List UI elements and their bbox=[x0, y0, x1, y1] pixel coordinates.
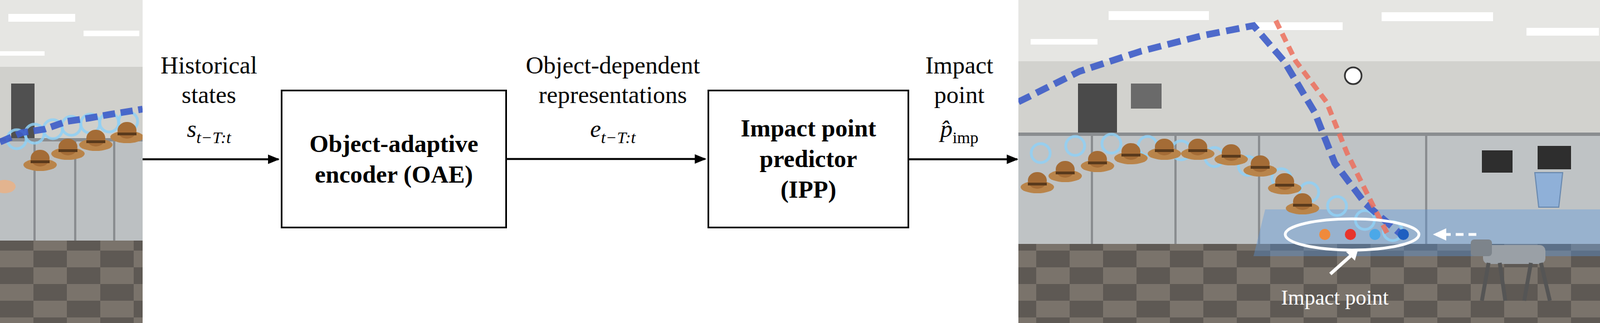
right-photo-part bbox=[1080, 150, 1115, 173]
right-photo-part bbox=[1090, 133, 1094, 246]
left-photo-part bbox=[113, 139, 116, 243]
left-photo-part bbox=[0, 179, 16, 194]
math-variable: s bbox=[186, 115, 197, 143]
right-photo-part bbox=[1257, 133, 1261, 246]
math-symbol: et−T:t bbox=[529, 114, 697, 148]
math-variable: p̂ bbox=[940, 115, 953, 143]
right-photo-part bbox=[1181, 138, 1215, 160]
right-photo-part bbox=[1344, 228, 1356, 241]
right-photo-part bbox=[1048, 161, 1082, 183]
right-photo-part bbox=[1319, 228, 1331, 241]
right-photo-part bbox=[1243, 155, 1277, 177]
output-arrow bbox=[909, 158, 1018, 161]
right-photo-part bbox=[1108, 11, 1209, 21]
right-photo-part bbox=[1483, 245, 1546, 265]
box-title: Object-adaptive encoder (OAE) bbox=[306, 128, 481, 190]
right-photo-part bbox=[1285, 218, 1419, 251]
process-box: Object-adaptive encoder (OAE) bbox=[280, 89, 507, 229]
right-photo-part bbox=[1442, 233, 1477, 237]
edge-label: Object-dependent representations bbox=[501, 51, 725, 111]
right-photo-part bbox=[1285, 193, 1320, 215]
right-photo-part bbox=[1018, 25, 1402, 235]
math-subscript: t−T:t bbox=[601, 128, 636, 147]
left-photo-part bbox=[83, 30, 140, 37]
right-photo-part bbox=[1065, 136, 1085, 156]
right-photo bbox=[1018, 0, 1600, 323]
right-photo-part bbox=[1253, 209, 1600, 257]
right-photo-part bbox=[1147, 138, 1182, 160]
right-photo-part bbox=[1537, 145, 1572, 170]
input-arrow bbox=[142, 158, 279, 161]
right-photo-part bbox=[1214, 144, 1248, 166]
right-photo-part bbox=[1397, 228, 1409, 241]
text-label: Impact point bbox=[1245, 285, 1424, 311]
right-photo-part bbox=[1030, 38, 1098, 45]
text-label: Historical states bbox=[160, 51, 258, 109]
right-photo-part bbox=[1381, 12, 1494, 22]
right-photo-part bbox=[1481, 262, 1489, 301]
right-photo-part bbox=[1499, 262, 1506, 301]
right-photo-part bbox=[1130, 83, 1162, 109]
right-photo-part bbox=[1101, 134, 1121, 154]
right-photo-part bbox=[1327, 196, 1347, 216]
process-box: Impact point predictor (IPP) bbox=[707, 89, 910, 229]
right-photo-part bbox=[1481, 150, 1513, 173]
right-photo-part bbox=[1344, 67, 1362, 85]
right-photo-part bbox=[1267, 173, 1302, 195]
left-photo-part bbox=[79, 129, 113, 151]
left-photo-part bbox=[51, 138, 85, 160]
math-symbol: st−T:t bbox=[125, 114, 293, 148]
right-photo-part bbox=[1275, 20, 1388, 235]
right-photo-part bbox=[1540, 262, 1550, 301]
left-photo-part bbox=[0, 139, 143, 243]
math-subscript: imp bbox=[952, 128, 979, 147]
right-photo-part bbox=[1526, 27, 1599, 36]
text-label: Historical states bbox=[144, 51, 273, 111]
text-label: Impact point bbox=[909, 51, 1010, 111]
left-photo-part bbox=[0, 0, 143, 323]
right-photo-part bbox=[1524, 262, 1531, 301]
text-label: Impact point bbox=[925, 51, 994, 109]
right-photo-part bbox=[1534, 172, 1563, 208]
right-photo-part bbox=[1253, 22, 1343, 31]
math-subscript: t−T:t bbox=[196, 128, 232, 147]
left-photo-part bbox=[110, 122, 143, 144]
left-photo bbox=[0, 0, 143, 323]
left-photo-part bbox=[0, 240, 143, 323]
box-title: Impact point predictor (IPP) bbox=[733, 113, 884, 206]
right-photo-part bbox=[1018, 0, 1600, 323]
math-symbol: p̂imp bbox=[875, 114, 1043, 148]
right-photo-part bbox=[1470, 239, 1492, 257]
right-photo-part bbox=[1369, 228, 1381, 241]
right-photo-part bbox=[1330, 255, 1352, 275]
flow-arrow bbox=[506, 158, 706, 161]
right-photo-part bbox=[1345, 249, 1359, 261]
left-photo-part bbox=[8, 13, 76, 22]
text-label: Impact point bbox=[1280, 285, 1389, 310]
left-photo-part bbox=[0, 51, 45, 56]
right-photo-part bbox=[1031, 143, 1051, 163]
math-variable: e bbox=[589, 115, 602, 143]
right-photo-part bbox=[1114, 143, 1148, 165]
right-photo-part bbox=[1432, 228, 1447, 241]
